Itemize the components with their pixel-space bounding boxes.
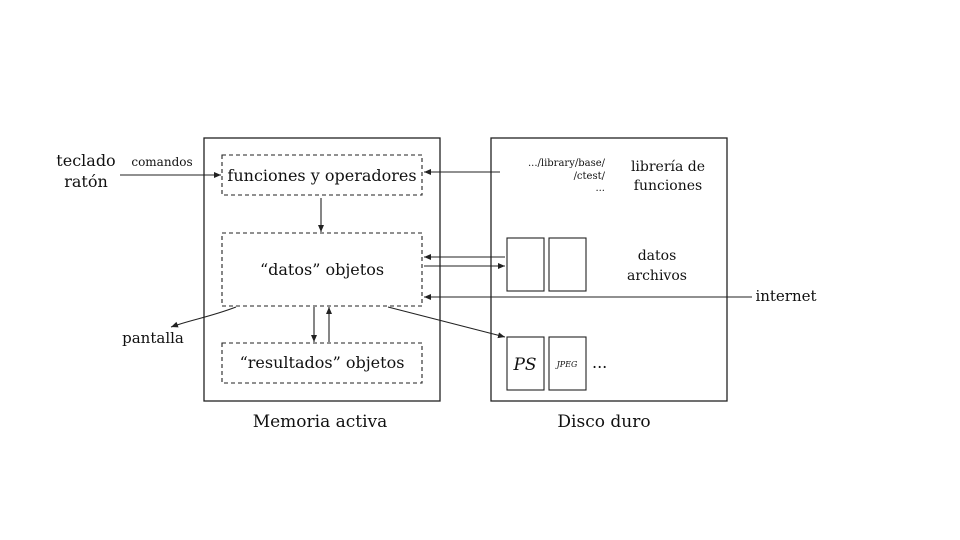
jpeg-file	[548, 336, 587, 391]
functions-box-label: funciones y operadores	[227, 166, 416, 185]
library-path-line-2: /ctest/	[574, 171, 606, 182]
more-files-dots: ...	[592, 353, 607, 372]
arrow-data-to-ps-file	[387, 306, 506, 339]
keyboard-label: teclado	[56, 151, 115, 170]
data-files-label-line-1: datos	[638, 248, 677, 264]
functions-box	[221, 154, 423, 196]
memory-title: Memoria activa	[253, 412, 388, 432]
data-files-label-line-2: archivos	[627, 268, 687, 284]
screen-label: pantalla	[122, 329, 184, 347]
data-objects-box	[221, 232, 423, 307]
ps-file-label: PS	[512, 355, 536, 375]
library-path-line-3: ...	[595, 183, 605, 194]
memory-box	[203, 137, 441, 402]
disk-box	[490, 137, 728, 402]
library-label-line-1: librería de	[631, 159, 705, 175]
internet-label: internet	[755, 287, 816, 305]
library-path-line-1: .../library/base/	[528, 158, 606, 169]
data-objects-box-label: “datos” objetos	[260, 260, 384, 279]
mouse-label: ratón	[64, 172, 108, 191]
data-file-1	[506, 237, 545, 292]
data-file-2	[548, 237, 587, 292]
results-objects-box	[221, 342, 423, 384]
commands-label: comandos	[131, 155, 192, 169]
library-label-line-2: funciones	[634, 178, 702, 194]
results-objects-box-label: “resultados” objetos	[240, 353, 405, 372]
ps-file	[506, 336, 545, 391]
jpeg-file-label: JPEG	[555, 360, 578, 369]
disk-title: Disco duro	[557, 412, 650, 432]
arrow-data-to-screen	[170, 306, 237, 328]
